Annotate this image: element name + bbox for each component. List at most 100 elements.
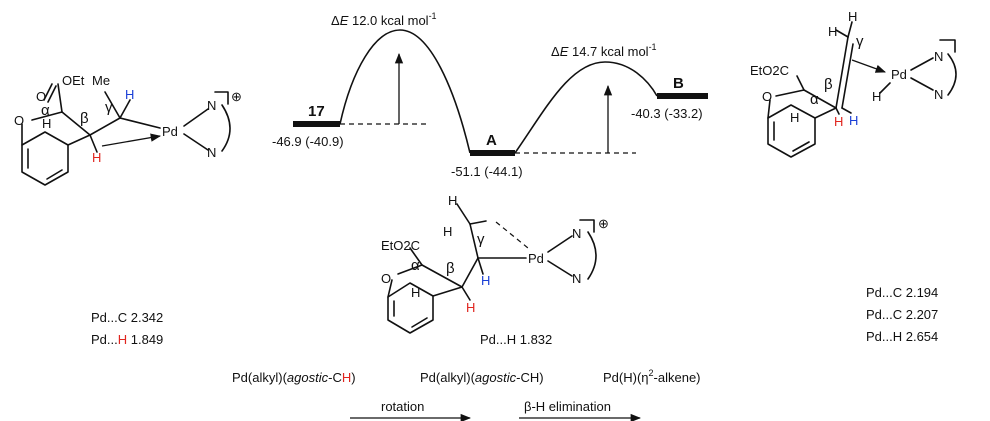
caption-left-post: ) xyxy=(351,370,355,385)
caption-right-post: -alkene) xyxy=(654,370,701,385)
barrier-2-sup: -1 xyxy=(649,42,657,52)
middle-beta: β xyxy=(446,260,455,277)
middle-bond-cme-hb xyxy=(469,220,487,225)
left-gamma: γ xyxy=(105,99,113,116)
left-ligand-arc xyxy=(221,104,231,152)
right-alpha: α xyxy=(810,91,819,108)
barrier-2-symbol: E xyxy=(560,44,569,59)
middle-alpha: α xyxy=(411,257,420,274)
left-bond-co-2 xyxy=(47,85,57,103)
right-gamma: γ xyxy=(856,33,864,50)
middle-bond-cbeta-h xyxy=(461,286,471,301)
right-pd: Pd xyxy=(891,67,907,82)
right-bond-cbeta-cgamma-2 xyxy=(841,43,854,109)
caption-middle-post: -CH) xyxy=(516,370,543,385)
level-b-label: B xyxy=(673,75,684,92)
right-bond-cbeta-cgamma xyxy=(835,36,849,109)
right-bond-pd-n2 xyxy=(910,77,934,91)
level-17-label: 17 xyxy=(308,103,325,120)
middle-bond-cbeta-cgamma xyxy=(461,257,479,288)
level-a-energy: -51.1 (-44.1) xyxy=(451,164,523,179)
middle-bracket xyxy=(579,219,595,233)
left-o-ring: O xyxy=(14,113,24,128)
caption-middle-pre: Pd(alkyl)( xyxy=(420,370,476,385)
left-bracket xyxy=(214,91,229,105)
left-benzene-ring xyxy=(21,131,69,186)
right-metric-2: Pd...C 2.207 xyxy=(866,307,938,322)
left-bond-cgamma-me xyxy=(104,91,121,119)
middle-n1: N xyxy=(572,226,581,241)
middle-h-a: H xyxy=(448,193,457,208)
middle-ester-text: EtO2C xyxy=(381,238,420,253)
barrier-1-value: 12.0 kcal mol xyxy=(348,13,428,28)
middle-pd: Pd xyxy=(528,251,544,266)
right-bond-cgamma-h2 xyxy=(847,21,853,38)
middle-ester: EtO2C xyxy=(381,238,420,253)
barrier-1-label: ΔE 12.0 kcal mol-1 xyxy=(331,11,437,28)
right-benzene-ring xyxy=(767,104,816,158)
left-h-blue: H xyxy=(125,87,134,102)
reaction-arrows: rotation β-H elimination xyxy=(350,399,642,421)
left-me: Me xyxy=(92,73,110,88)
left-h-red: H xyxy=(92,150,101,165)
right-bond-cbeta-hred xyxy=(835,107,840,115)
middle-bond-cbeta-ring xyxy=(432,286,463,297)
left-bond-cbeta-ring xyxy=(67,134,91,146)
right-structure: EtO2C O H H H H H H Pd N N α β γ Pd...C … xyxy=(750,9,957,344)
middle-charge: ⊕ xyxy=(598,216,609,231)
left-agostic-arrow xyxy=(101,133,162,147)
left-metric-1-pre: Pd...C xyxy=(91,310,127,325)
middle-bond-ring-o xyxy=(387,279,393,298)
middle-metric-pd-h: Pd...H 1.832 xyxy=(480,332,552,347)
caption-left-h: H xyxy=(342,370,351,385)
middle-bond-pd-n1 xyxy=(547,235,573,253)
arrow-elimination-label: β-H elimination xyxy=(524,399,611,414)
energy-profile: 17 A B -46.9 (-40.9) -51.1 (-44.1) -40.3… xyxy=(272,11,708,179)
left-n1: N xyxy=(207,98,216,113)
middle-n2: N xyxy=(572,271,581,286)
caption-right: Pd(H)(η2-alkene) xyxy=(603,368,701,385)
left-beta: β xyxy=(80,110,89,127)
left-charge: ⊕ xyxy=(231,89,242,104)
middle-bond-calpha-ester xyxy=(409,247,423,266)
right-ligand-arc xyxy=(947,53,957,96)
right-bond-pd-h xyxy=(879,82,891,94)
left-metrics: Pd...C 2.342 Pd...H 1.849 xyxy=(91,310,163,347)
middle-bond-calpha-cbeta xyxy=(421,264,463,288)
left-bond-cbeta-h xyxy=(89,134,98,153)
level-a-label: A xyxy=(486,132,497,149)
middle-h-red: H xyxy=(466,300,475,315)
left-metric-1: Pd...C 2.342 xyxy=(91,310,163,325)
middle-bond-pd-n2 xyxy=(547,260,573,277)
barrier-1-sup: -1 xyxy=(429,11,437,21)
left-metric-2: Pd...H 1.849 xyxy=(91,332,163,347)
arrow-rotation-label: rotation xyxy=(381,399,424,414)
level-17-energy: -46.9 (-40.9) xyxy=(272,134,344,149)
left-structure: O O OEt Me H H H Pd N N ⊕ α β γ xyxy=(14,73,242,186)
caption-middle-italic: agostic xyxy=(475,370,517,385)
barrier-1-delta: Δ xyxy=(331,13,340,28)
right-h-blue: H xyxy=(849,113,858,128)
right-bond-cbeta-ring xyxy=(814,107,837,119)
left-metric-2-val: 1.849 xyxy=(127,332,163,347)
level-b-energy: -40.3 (-33.2) xyxy=(631,106,703,121)
left-pd: Pd xyxy=(162,124,178,139)
barrier-2-delta: Δ xyxy=(551,44,560,59)
right-metric-3: Pd...H 2.654 xyxy=(866,329,938,344)
left-metric-2-pre: Pd... xyxy=(91,332,118,347)
right-pi-arrow xyxy=(851,59,886,73)
left-metric-2-h: H xyxy=(118,332,127,347)
middle-bond-cgamma-h xyxy=(477,257,484,275)
pes-curve-a-to-b xyxy=(514,61,658,154)
barrier-1-symbol: E xyxy=(340,13,349,28)
middle-structure: O EtO2C H H H H H Pd N N ⊕ α β γ Pd...H … xyxy=(381,193,609,347)
left-bond-pd-n2 xyxy=(183,133,209,151)
right-h-red: H xyxy=(834,114,843,129)
left-bond-co-1 xyxy=(43,83,53,101)
caption-right-pre: Pd(H)(η xyxy=(603,370,649,385)
left-alpha: α xyxy=(41,102,50,119)
left-bond-pd-n1 xyxy=(183,108,209,127)
pes-curve-17-to-a xyxy=(339,29,471,154)
right-bond-cbeta-hblue xyxy=(841,107,852,114)
middle-bond-o-calpha xyxy=(397,264,423,275)
